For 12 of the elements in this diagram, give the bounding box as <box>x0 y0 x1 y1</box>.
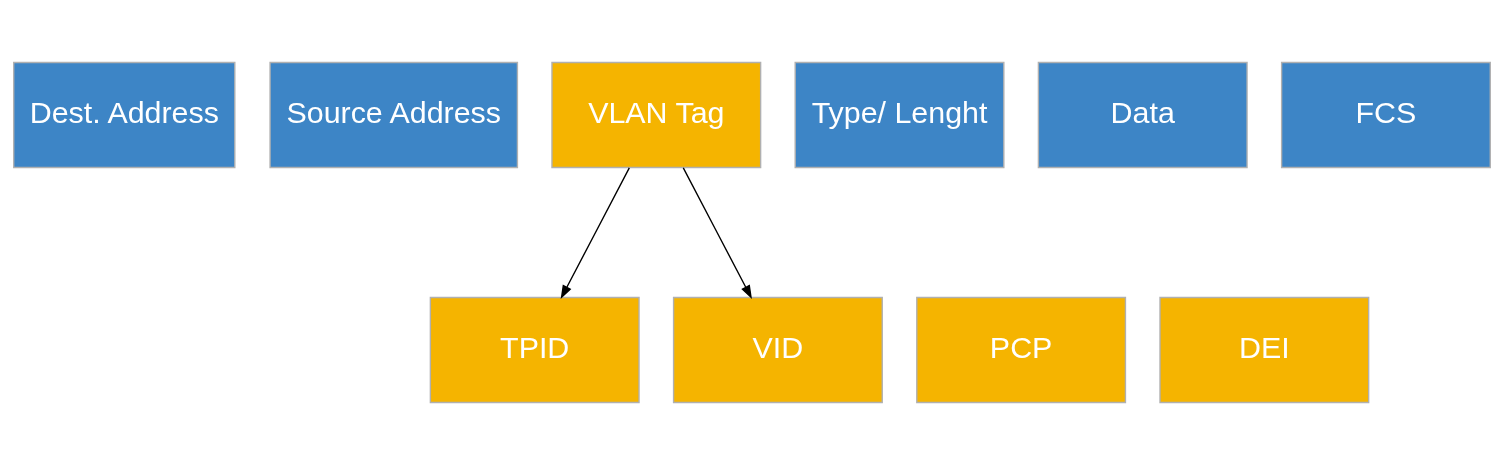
node-box: Source Address <box>269 61 519 168</box>
node-box: Data <box>1037 61 1248 168</box>
node-box: FCS <box>1280 61 1491 168</box>
node-box: VLAN Tag <box>551 61 762 168</box>
node-box: Dest. Address <box>13 61 236 168</box>
node-box: TPID <box>429 296 640 403</box>
arrow <box>682 166 752 299</box>
node-box: VID <box>672 296 883 403</box>
node-box: PCP <box>916 296 1127 403</box>
node-box: Type/ Lenght <box>794 61 1005 168</box>
node-box: DEI <box>1159 296 1370 403</box>
arrow <box>560 166 630 299</box>
